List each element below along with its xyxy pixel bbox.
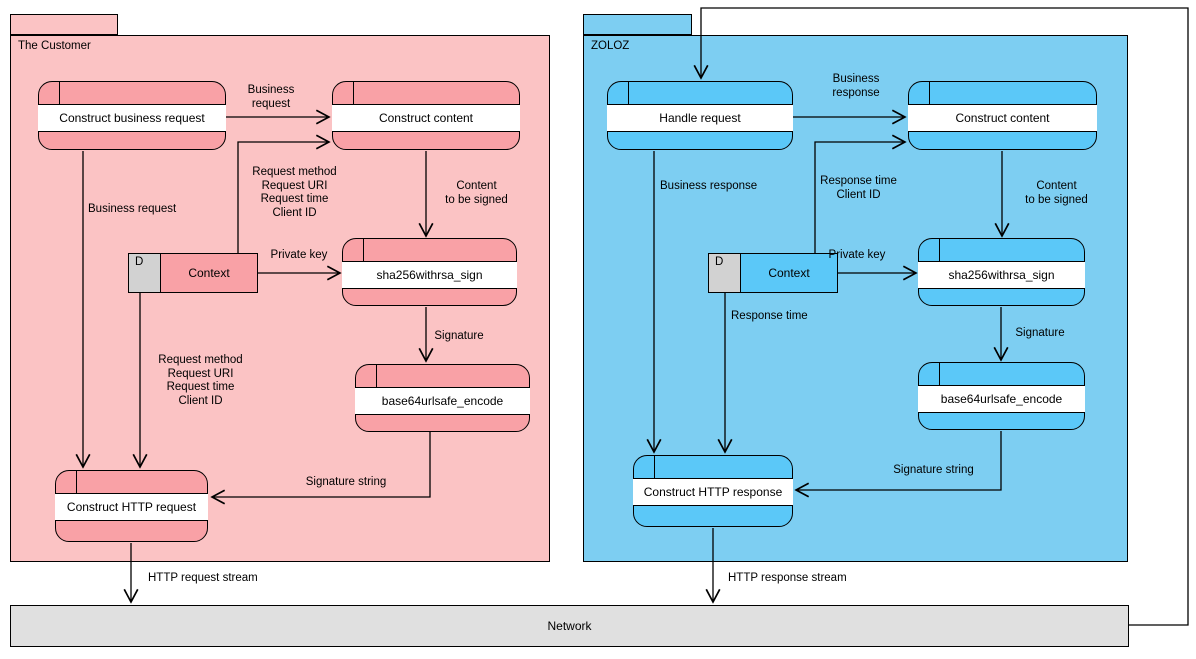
label-signature-l: Signature	[434, 330, 484, 342]
label-private-key-l: Private key	[270, 249, 328, 261]
label-business-response-h: Business response	[832, 73, 880, 99]
node-construct-http-request: Construct HTTP request	[55, 470, 208, 542]
node-corner-divider	[353, 82, 355, 104]
node-construct-content-zoloz: Construct content	[908, 81, 1097, 150]
node-label: Construct HTTP response	[633, 478, 793, 506]
node-corner-divider	[376, 365, 378, 387]
node-corner-divider	[59, 82, 61, 104]
node-label: base64urlsafe_encode	[918, 385, 1085, 413]
label-business-response-v: Business response	[660, 180, 758, 192]
node-corner-divider	[76, 471, 78, 493]
node-label: Construct HTTP request	[55, 493, 208, 521]
node-corner-divider	[939, 239, 941, 261]
node-construct-content-customer: Construct content	[332, 81, 520, 150]
label-content-to-be-signed-l: Content to be signed	[445, 180, 508, 206]
customer-package-tab	[10, 14, 118, 35]
label-business-request-h: Business request	[247, 84, 295, 110]
node-handle-request: Handle request	[607, 81, 793, 150]
label-signature-r: Signature	[1015, 327, 1065, 339]
node-corner-divider	[363, 239, 365, 261]
datastore-type-cell: D	[129, 254, 161, 292]
node-sha256withrsa-sign-zoloz: sha256withrsa_sign	[918, 238, 1085, 306]
node-base64urlsafe-encode-zoloz: base64urlsafe_encode	[918, 362, 1085, 430]
node-sha256withrsa-sign-customer: sha256withrsa_sign	[342, 238, 517, 306]
label-signature-string-l: Signature string	[305, 476, 387, 488]
label-signature-string-r: Signature string	[893, 464, 974, 476]
label-response-time-v: Response time	[731, 310, 808, 322]
edge-network-to-zoloz	[701, 7, 1189, 626]
label-content-to-be-signed-r: Content to be signed	[1025, 180, 1088, 206]
label-private-key-r: Private key	[828, 249, 886, 261]
node-label: Context	[741, 254, 837, 292]
node-corner-divider	[929, 82, 931, 104]
network-node: Network	[10, 605, 1129, 647]
node-context-zoloz: D Context	[708, 253, 838, 293]
node-base64urlsafe-encode-customer: base64urlsafe_encode	[355, 364, 530, 432]
label-business-request-v: Business request	[88, 203, 177, 215]
label-http-response-stream: HTTP response stream	[728, 572, 847, 584]
node-label: Context	[161, 254, 257, 292]
node-label: Construct business request	[38, 104, 226, 132]
node-corner-divider	[654, 456, 656, 478]
node-label: Construct content	[332, 104, 520, 132]
node-construct-http-response: Construct HTTP response	[633, 455, 793, 527]
network-label: Network	[547, 619, 592, 633]
edge-response-fields	[814, 142, 905, 253]
node-context-customer: D Context	[128, 253, 258, 293]
node-label: sha256withrsa_sign	[342, 261, 517, 289]
datastore-type-cell: D	[709, 254, 741, 292]
node-corner-divider	[939, 363, 941, 385]
node-corner-divider	[628, 82, 630, 104]
node-construct-business-request: Construct business request	[38, 81, 226, 150]
label-request-fields-bottom: Request method Request URI Request time …	[158, 354, 243, 407]
zoloz-package-tab	[583, 14, 692, 35]
node-label: sha256withrsa_sign	[918, 261, 1085, 289]
customer-package-title: The Customer	[18, 40, 91, 52]
node-label: base64urlsafe_encode	[355, 387, 530, 415]
edge-request-fields-top	[237, 142, 329, 253]
label-request-fields-top: Request method Request URI Request time …	[252, 166, 337, 219]
node-label: Construct content	[908, 104, 1097, 132]
label-response-fields: Response time Client ID	[820, 175, 897, 201]
label-http-request-stream: HTTP request stream	[148, 572, 258, 584]
edge-signature-string-l	[212, 432, 431, 497]
edge-signature-string-r	[796, 431, 1002, 490]
node-label: Handle request	[607, 104, 793, 132]
zoloz-package-title: ZOLOZ	[591, 40, 630, 52]
